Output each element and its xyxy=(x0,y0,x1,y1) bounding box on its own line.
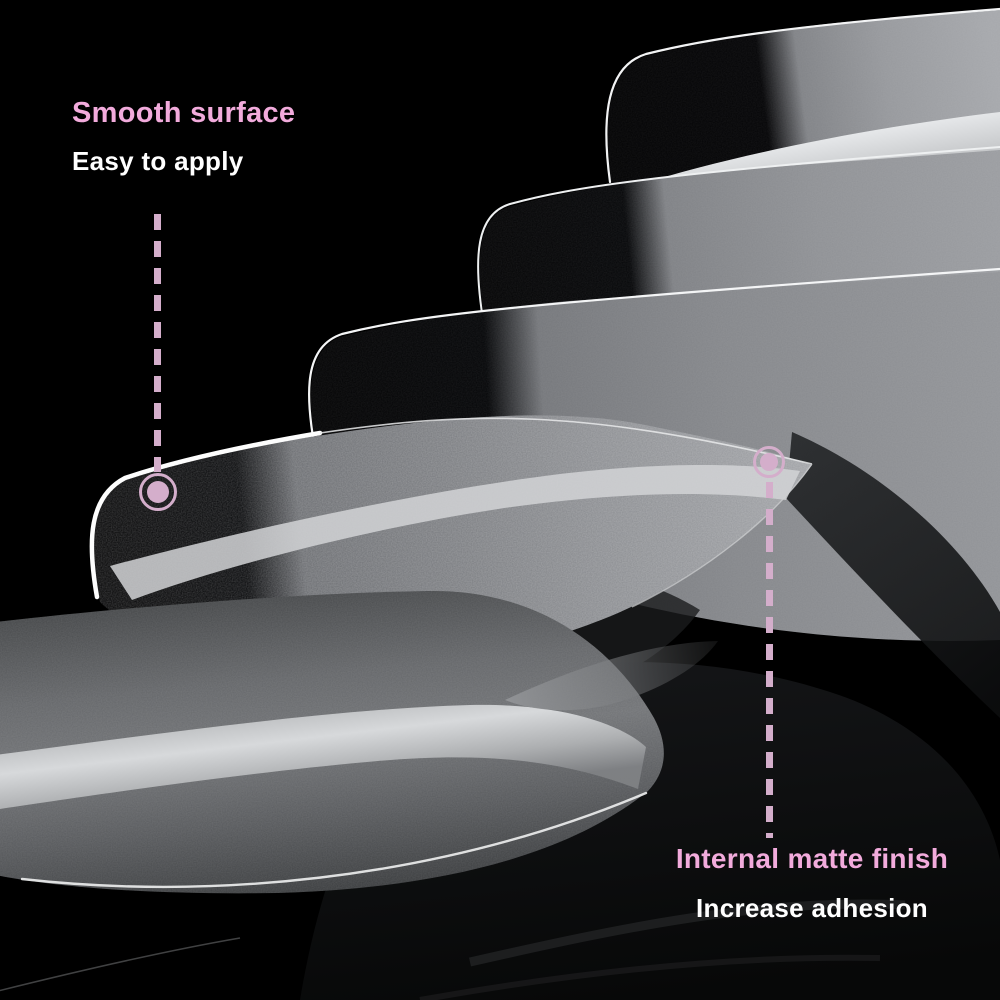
smooth-surface-title: Smooth surface xyxy=(72,97,296,129)
annotation-matte-finish: Internal matte finish Increase adhesion xyxy=(664,844,960,923)
annotation-smooth-surface: Smooth surface Easy to apply xyxy=(72,98,295,176)
callout-marker-right-dot xyxy=(760,453,778,471)
callout-marker-right xyxy=(753,446,785,478)
matte-finish-title: Internal matte finish xyxy=(675,843,949,874)
callout-marker-left xyxy=(139,473,177,511)
nail-tip-3 xyxy=(307,267,1000,641)
callout-line-right xyxy=(766,482,773,838)
callout-marker-left-dot xyxy=(147,481,169,503)
nail-tip-4 xyxy=(89,415,813,662)
nail-tip-5 xyxy=(0,590,664,894)
smooth-surface-subtitle: Easy to apply xyxy=(72,146,244,177)
callout-line-left xyxy=(154,214,161,472)
reflection-right xyxy=(786,432,1000,718)
nail-edge-wedge xyxy=(505,641,718,711)
nail-4-light-band xyxy=(110,464,800,600)
reflection-bottom-left xyxy=(0,937,241,992)
nail-5-light-band xyxy=(0,704,646,810)
matte-finish-subtitle: Increase adhesion xyxy=(696,893,928,924)
